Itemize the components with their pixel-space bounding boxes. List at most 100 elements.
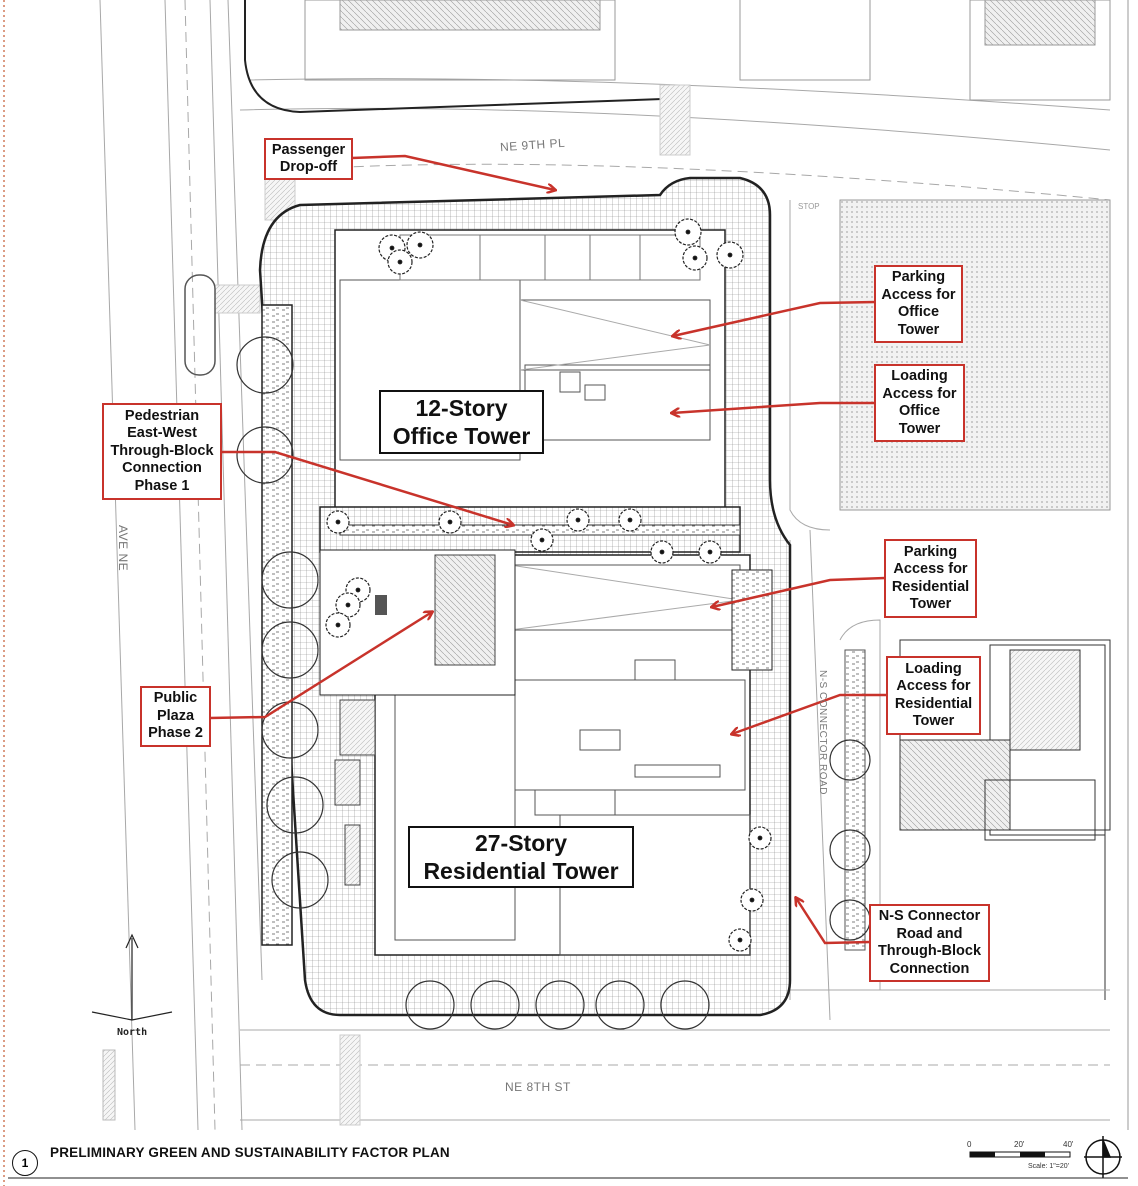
callout-line: Public (153, 690, 198, 707)
median-island (184, 274, 216, 376)
north-arrow (91, 933, 173, 1021)
callout-line: Passenger (271, 141, 346, 158)
tree-trunk (335, 519, 341, 525)
callout-line: Tower (898, 420, 941, 437)
street-tree (261, 621, 319, 679)
sheet-number: 1 (12, 1150, 38, 1176)
east-road-edge (789, 200, 831, 531)
callout-line: Access for (896, 678, 971, 694)
arrow-parking-office (673, 300, 877, 336)
tree-trunk (389, 245, 395, 251)
callout-pedestrian-connection: Pedestrian East-West Through-Block Conne… (102, 403, 222, 500)
east-building (839, 199, 1111, 511)
crosswalk-sw (102, 1049, 116, 1121)
callout-line: Parking (891, 269, 946, 285)
leader-arrows (209, 154, 887, 945)
callout-parking-residential: Parking Access for Residential Tower (884, 539, 977, 618)
tree-trunk (685, 229, 691, 235)
north-label: North (117, 1027, 148, 1038)
connector-planter (844, 649, 866, 951)
callout-passenger-drop-off: Passenger Drop-off (264, 138, 353, 180)
scale-label-20: 20' (1014, 1140, 1025, 1149)
street-label-ave: AVE NE (116, 525, 130, 572)
arrow-loading-residential (732, 693, 887, 734)
office-tower-label: 12-Story Office Tower (379, 390, 544, 454)
scale-label-0: 0 (967, 1140, 972, 1149)
callout-line: Residential (891, 578, 970, 595)
arrow-loading-office (672, 401, 876, 413)
residential-tower-line-2: Residential Tower (423, 858, 619, 884)
arrow-connector (796, 898, 871, 945)
connector-road-lines (789, 529, 881, 1021)
tree-trunk (757, 835, 763, 841)
callout-line: Through-Block (110, 442, 214, 459)
callout-line: Access for (881, 286, 956, 303)
tree-trunk (727, 252, 733, 258)
callout-line: Connection (122, 460, 202, 477)
callout-line: Connection (889, 960, 970, 977)
scale-label-40: 40' (1063, 1140, 1074, 1149)
callout-line: Plaza (156, 707, 195, 724)
callout-line: Office (897, 304, 940, 320)
street-tree (236, 336, 294, 394)
callout-line: Parking (903, 543, 958, 560)
office-tower-footprint (334, 229, 726, 516)
east-planter-strip (731, 569, 773, 671)
tree-trunk (627, 517, 633, 523)
callout-line: Access for (893, 561, 968, 577)
tree-trunk (417, 242, 423, 248)
crosswalk-south (339, 1034, 361, 1126)
callout-line: Tower (912, 713, 955, 729)
callout-connector-road: N-S Connector Road and Through-Block Con… (869, 904, 990, 982)
callout-line: Road and (896, 925, 963, 942)
office-tower-line-2: Office Tower (392, 423, 531, 449)
compass-icon (1084, 1136, 1122, 1178)
street-tree (261, 551, 319, 609)
callout-line: Loading (905, 660, 962, 677)
callout-line: Phase 1 (134, 477, 190, 494)
tree-trunk (575, 517, 581, 523)
tree-trunk (539, 537, 545, 543)
crosswalk-west (214, 284, 261, 314)
tree-trunk (707, 549, 713, 555)
tree-trunk (335, 622, 341, 628)
callout-loading-office: Loading Access for Office Tower (874, 364, 965, 442)
street-tree (829, 829, 871, 871)
residential-tower-line-1: 27-Story (474, 830, 568, 856)
southeast-building (899, 639, 1111, 1000)
tree-trunk (737, 937, 743, 943)
callout-line: Tower (897, 321, 940, 338)
callout-line: Office (898, 403, 941, 419)
street-tree (266, 776, 324, 834)
street-tree (595, 980, 645, 1030)
callout-parking-office: Parking Access for Office Tower (874, 265, 963, 343)
callout-line: Access for (882, 385, 957, 402)
drawing-title: PRELIMINARY GREEN AND SUSTAINABILITY FAC… (50, 1145, 450, 1160)
tree-trunk (397, 259, 403, 265)
street-label-connector: N-S CONNECTOR ROAD (817, 670, 828, 795)
callout-line: Phase 2 (148, 725, 203, 742)
graphic-scale (969, 1151, 1071, 1158)
callout-line: Through-Block (877, 943, 982, 959)
public-plaza (319, 549, 516, 886)
ne-9th-place (239, 78, 1111, 201)
tree-trunk (447, 519, 453, 525)
north-buildings (304, 0, 1111, 101)
tree-trunk (355, 587, 361, 593)
street-tree (660, 980, 710, 1030)
stop-marking: STOP (798, 202, 820, 211)
canopy-trees (325, 218, 772, 952)
arrow-parking-residential (712, 576, 886, 607)
callout-line: Tower (909, 596, 952, 612)
street-tree (271, 851, 329, 909)
callout-line: Pedestrian (124, 407, 200, 424)
arrow-plaza (209, 612, 432, 720)
west-planter-strip (261, 304, 293, 946)
arrow-passenger (351, 154, 555, 190)
tree-trunk (659, 549, 665, 555)
street-trees (236, 336, 871, 1030)
callout-public-plaza: Public Plaza Phase 2 (140, 686, 211, 747)
callout-line: East-West (127, 425, 197, 442)
